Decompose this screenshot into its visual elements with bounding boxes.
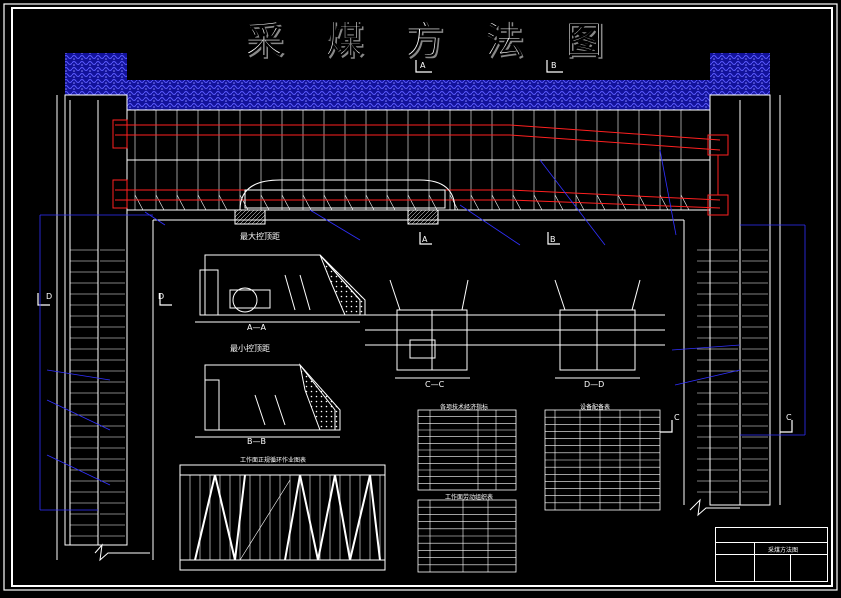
label-section-bb: B—B bbox=[247, 437, 266, 446]
section-mark-b-bottom: B bbox=[550, 235, 556, 244]
inner-frame bbox=[11, 7, 833, 587]
rock-right bbox=[710, 53, 770, 95]
view-bb bbox=[195, 363, 341, 438]
support-leg bbox=[218, 194, 228, 211]
section-mark-c-left: C bbox=[674, 413, 680, 422]
view-cc bbox=[365, 279, 520, 379]
table-equipment-title: 设备配备表 bbox=[580, 404, 611, 411]
support-leg bbox=[617, 194, 627, 211]
label-section-cc: C—C bbox=[425, 380, 445, 389]
hydraulic-supports bbox=[134, 110, 690, 211]
title-char: 方 bbox=[404, 16, 445, 62]
drawing-title: 采 煤 方 法 图 bbox=[225, 14, 625, 62]
leader-lines bbox=[39, 149, 806, 511]
support-leg bbox=[134, 194, 144, 211]
left-conveyor-rails bbox=[70, 249, 125, 537]
support-leg bbox=[554, 194, 564, 211]
table-tech bbox=[417, 409, 517, 491]
title-block: 采煤方法图 bbox=[715, 527, 828, 582]
section-mark-d-right: D bbox=[158, 292, 165, 301]
right-roadway bbox=[683, 94, 781, 506]
support-leg bbox=[176, 194, 186, 211]
outer-frame bbox=[3, 3, 838, 591]
view-dd bbox=[520, 279, 665, 379]
section-mark-a-bottom: A bbox=[422, 235, 428, 244]
label-section-aa: A—A bbox=[247, 323, 266, 332]
support-leg bbox=[512, 194, 522, 211]
support-leg bbox=[197, 194, 207, 211]
section-markers bbox=[37, 60, 793, 433]
support-leg bbox=[596, 194, 606, 211]
section-mark-b-top: B bbox=[551, 61, 557, 70]
support-leg bbox=[470, 194, 480, 211]
chart-title: 工作面正规循环作业图表 bbox=[240, 457, 307, 464]
rock-roof bbox=[127, 80, 710, 110]
cycle-chart bbox=[179, 464, 386, 571]
support-leg bbox=[533, 194, 543, 211]
view-aa bbox=[195, 254, 366, 323]
table-labor-title: 工作面劳动组织表 bbox=[445, 494, 494, 501]
table-equipment bbox=[544, 409, 661, 511]
label-max-control: 最大控顶距 bbox=[240, 232, 280, 241]
label-min-control: 最小控顶距 bbox=[230, 344, 270, 353]
section-mark-d-left: D bbox=[46, 292, 53, 301]
title-char: 法 bbox=[484, 16, 525, 62]
break-lines bbox=[94, 498, 740, 562]
support-leg bbox=[638, 194, 648, 211]
support-leg bbox=[680, 194, 690, 211]
support-leg bbox=[155, 194, 165, 211]
table-labor bbox=[417, 499, 517, 573]
shearer bbox=[234, 179, 456, 225]
label-section-dd: D—D bbox=[584, 380, 605, 389]
rock-left bbox=[65, 53, 127, 95]
title-char: 图 bbox=[564, 16, 605, 62]
section-mark-c-right: C bbox=[786, 413, 792, 422]
title-char: 煤 bbox=[324, 16, 365, 62]
left-roadway bbox=[56, 94, 154, 560]
support-leg bbox=[491, 194, 501, 211]
section-mark-a-top: A bbox=[420, 61, 426, 70]
right-conveyor-rails bbox=[697, 249, 768, 493]
title-char: 采 bbox=[244, 16, 286, 62]
red-support-frame bbox=[112, 119, 729, 216]
table-tech-title: 各项技术经济指标 bbox=[440, 404, 489, 411]
title-block-drawing-name: 采煤方法图 bbox=[768, 547, 799, 554]
